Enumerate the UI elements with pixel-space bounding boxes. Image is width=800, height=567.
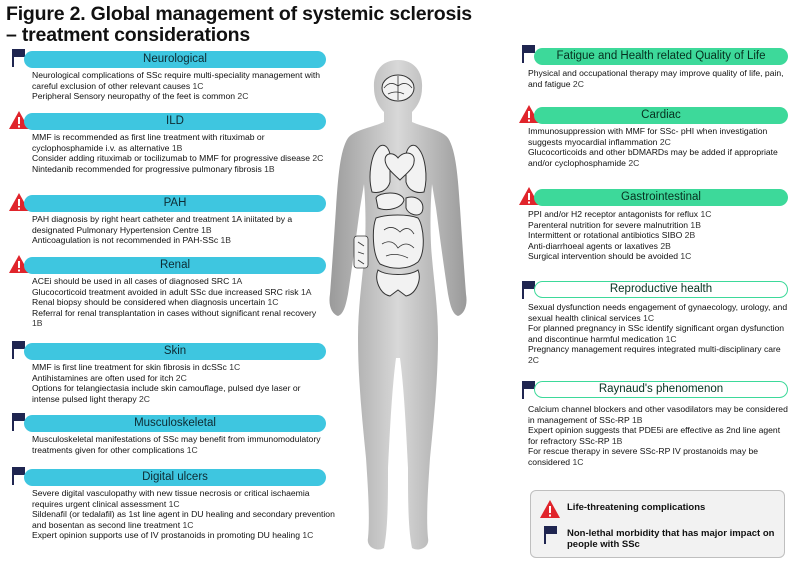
section-skin: Skin MMF is first line treatment for ski…	[8, 340, 328, 412]
section-raynauds-phenomenon: Raynaud's phenomenon Calcium channel blo…	[518, 380, 790, 476]
list-item: Intermittent or rotational antibiotics S…	[528, 230, 696, 241]
list-item: Physical and occupational therapy may im…	[528, 68, 784, 89]
section-header: Reproductive health	[534, 281, 788, 298]
list-item: Surgical intervention should be avoided …	[528, 251, 692, 262]
list-item: MMF is recommended as first line treatme…	[32, 132, 265, 153]
list-item: Sexual dysfunction needs engagement of g…	[528, 302, 788, 323]
legend-label: Life-threatening complications	[567, 502, 706, 513]
section-items: Neurological complications of SSc requir…	[32, 70, 324, 102]
list-item: Immunosuppression with MMF for SSc- pHI …	[528, 126, 768, 147]
list-item: Pregnancy management requires integrated…	[528, 344, 781, 365]
list-item: MMF is first line treatment for skin fib…	[32, 362, 241, 372]
list-item: Nintedanib recommended for progressive p…	[32, 163, 275, 174]
flag-icon	[542, 525, 558, 545]
section-gastrointestinal: Gastrointestinal PPI and/or H2 receptor …	[518, 186, 790, 272]
section-pah: PAH PAH diagnosis by right heart cathete…	[8, 192, 328, 252]
list-item: Options for telangiectasia include skin …	[32, 383, 301, 404]
section-header: Neurological	[24, 51, 326, 68]
flag-icon	[10, 466, 26, 486]
list-item: PPI and/or H2 receptor antagonists for r…	[528, 209, 712, 219]
section-items: Musculoskeletal manifestations of SSc ma…	[32, 434, 324, 455]
legend: Life-threatening complications Non-letha…	[530, 490, 785, 558]
section-fatigue: Fatigue and Health related Quality of Li…	[518, 44, 790, 96]
legend-label: Non-lethal morbidity that has major impa…	[567, 528, 775, 550]
list-item: Parenteral nutrition for severe malnutri…	[528, 219, 701, 230]
list-item: ACEi should be used in all cases of diag…	[32, 276, 243, 286]
list-item: Peripheral Sensory neuropathy of the fee…	[32, 91, 249, 102]
section-items: Severe digital vasculopathy with new tis…	[32, 488, 337, 541]
section-header: Digital ulcers	[24, 469, 326, 486]
flag-icon	[520, 380, 536, 400]
flag-icon	[10, 340, 26, 360]
section-digital-ulcers: Digital ulcers Severe digital vasculopat…	[8, 466, 338, 558]
section-items: Physical and occupational therapy may im…	[528, 68, 786, 89]
section-header: ILD	[24, 113, 326, 130]
section-header: Musculoskeletal	[24, 415, 326, 432]
flag-icon	[10, 48, 26, 68]
section-header: Skin	[24, 343, 326, 360]
list-item: Neurological complications of SSc requir…	[32, 70, 321, 91]
list-item: PAH diagnosis by right heart catheter an…	[32, 214, 293, 235]
list-item: Glucocorticoid treatment avoided in adul…	[32, 286, 312, 297]
section-header: Gastrointestinal	[534, 189, 788, 206]
page-title: Figure 2. Global management of systemic …	[6, 3, 472, 46]
flag-icon	[520, 280, 536, 300]
section-items: Immunosuppression with MMF for SSc- pHI …	[528, 126, 788, 168]
section-header: Cardiac	[534, 107, 788, 124]
section-items: MMF is first line treatment for skin fib…	[32, 362, 324, 404]
list-item: Referral for renal transplantation in ca…	[32, 307, 317, 329]
section-ild: ILD MMF is recommended as first line tre…	[8, 110, 328, 192]
flag-icon	[10, 412, 26, 432]
list-item: Glucocorticoids and other bDMARDs may be…	[528, 147, 778, 168]
list-item: Musculoskeletal manifestations of SSc ma…	[32, 434, 321, 455]
human-body-icon	[329, 60, 467, 550]
section-cardiac: Cardiac Immunosuppression with MMF for S…	[518, 104, 790, 176]
list-item: Calcium channel blockers and other vasod…	[528, 404, 788, 425]
section-renal: Renal ACEi should be used in all cases o…	[8, 254, 328, 338]
list-item: Expert opinion suggests that PDE5i are e…	[528, 425, 781, 446]
list-item: Anticoagulation is not recommended in PA…	[32, 235, 232, 246]
list-item: For planned pregnancy in SSc identify si…	[528, 323, 785, 344]
section-header: Fatigue and Health related Quality of Li…	[534, 48, 788, 65]
section-items: PPI and/or H2 receptor antagonists for r…	[528, 209, 788, 262]
list-item: Severe digital vasculopathy with new tis…	[32, 488, 310, 509]
section-header: PAH	[24, 195, 326, 212]
section-items: PAH diagnosis by right heart catheter an…	[32, 214, 324, 246]
list-item: Consider adding rituximab or tocilizumab…	[32, 153, 324, 164]
flag-icon	[520, 44, 536, 64]
section-items: ACEi should be used in all cases of diag…	[32, 276, 328, 329]
warning-triangle-icon	[540, 500, 560, 518]
section-musculoskeletal: Musculoskeletal Musculoskeletal manifest…	[8, 412, 328, 462]
list-item: Expert opinion supports use of IV prosta…	[32, 530, 314, 541]
section-items: Calcium channel blockers and other vasod…	[528, 404, 788, 468]
section-header: Renal	[24, 257, 326, 274]
section-items: Sexual dysfunction needs engagement of g…	[528, 302, 788, 366]
list-item: Sildenafil (or tedalafil) as 1st line ag…	[32, 509, 335, 530]
list-item: For rescue therapy in severe SSc-RP IV p…	[528, 446, 759, 467]
list-item: Anti-diarrhoeal agents or laxatives 2B	[528, 240, 671, 251]
section-reproductive-health: Reproductive health Sexual dysfunction n…	[518, 280, 790, 372]
section-items: MMF is recommended as first line treatme…	[32, 132, 324, 174]
section-neurological: Neurological Neurological complications …	[8, 48, 328, 110]
list-item: Antihistamines are often used for itch 2…	[32, 372, 187, 383]
list-item: Renal biopsy should be considered when d…	[32, 297, 279, 308]
section-header: Raynaud's phenomenon	[534, 381, 788, 398]
